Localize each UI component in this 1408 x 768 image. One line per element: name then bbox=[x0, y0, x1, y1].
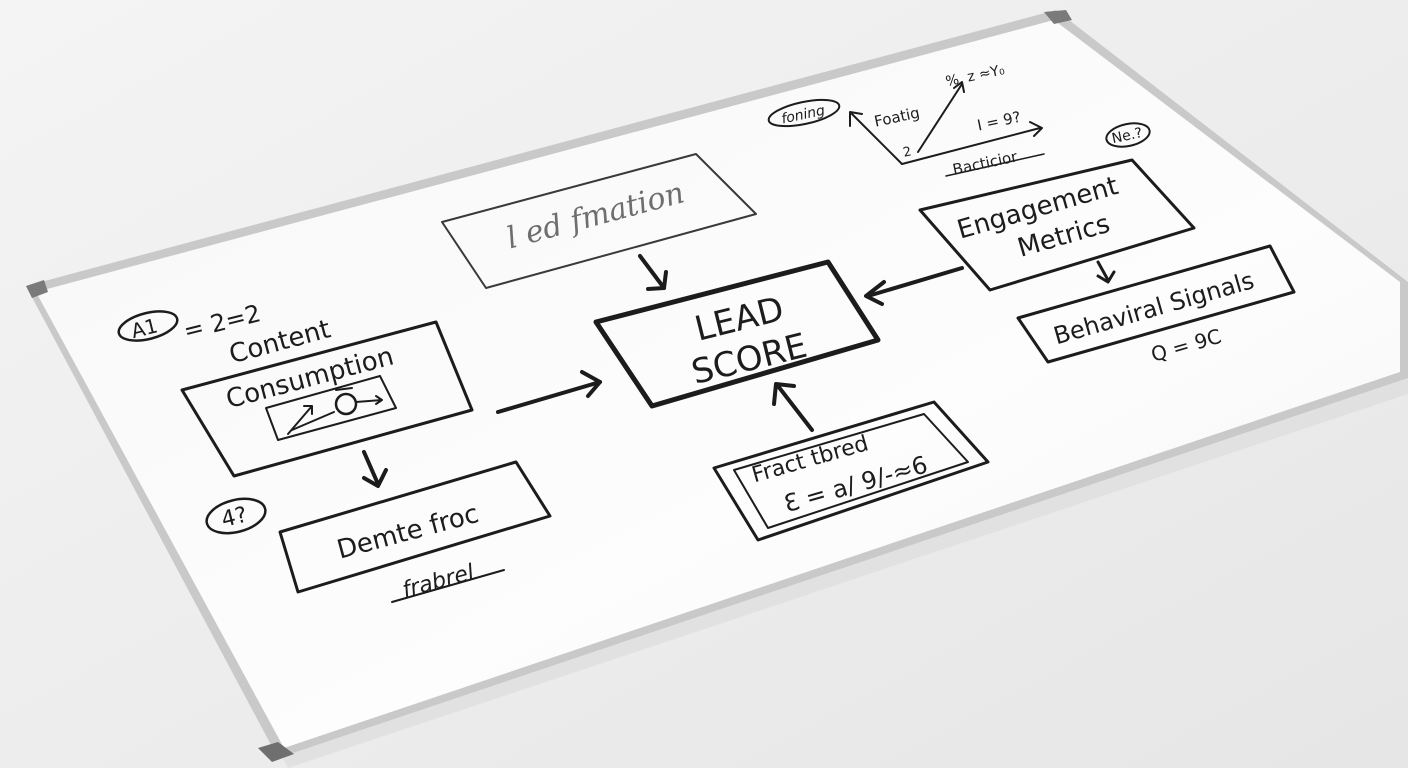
graph-tag-bubble bbox=[767, 98, 841, 128]
graph-trend-arrow bbox=[917, 81, 965, 153]
inner-sketch-circle bbox=[334, 392, 358, 416]
frame-corner-top-left bbox=[26, 280, 48, 298]
content-consumption-box bbox=[180, 320, 474, 478]
graph-x-label-underline bbox=[945, 153, 1045, 177]
graph-x-axis bbox=[901, 121, 1043, 165]
fract-box-inner bbox=[733, 413, 969, 529]
inner-sketch-frame bbox=[265, 375, 397, 441]
graph-note: Ne.? bbox=[1110, 125, 1144, 147]
arrow-engagement-to-score bbox=[864, 266, 964, 306]
graph-y-axis bbox=[849, 111, 903, 165]
tag-a1-bubble bbox=[117, 310, 179, 342]
lead-score-box bbox=[593, 259, 881, 409]
arrow-fract-to-score bbox=[772, 382, 814, 432]
frame-corner-top-right bbox=[1044, 10, 1072, 24]
frame-corner-bottom-left bbox=[258, 742, 294, 762]
frabrel-underline bbox=[391, 569, 505, 603]
tag-4: 4? bbox=[219, 502, 250, 532]
behavioral-signals-box bbox=[1016, 244, 1296, 364]
tag-4-bubble bbox=[205, 497, 267, 535]
top-source-box bbox=[441, 153, 757, 289]
arrow-engagement-down bbox=[1096, 260, 1116, 284]
demte-froc-box bbox=[278, 460, 552, 594]
arrow-content-to-score bbox=[496, 370, 602, 414]
graph-note-bubble bbox=[1105, 122, 1151, 148]
fract-box-outer bbox=[712, 400, 990, 542]
arrow-top-to-score bbox=[638, 254, 668, 291]
whiteboard bbox=[36, 20, 1400, 748]
graph-origin-label: 2 bbox=[902, 144, 913, 160]
engagement-metrics-box bbox=[918, 158, 1196, 292]
arrow-content-down bbox=[362, 450, 388, 488]
